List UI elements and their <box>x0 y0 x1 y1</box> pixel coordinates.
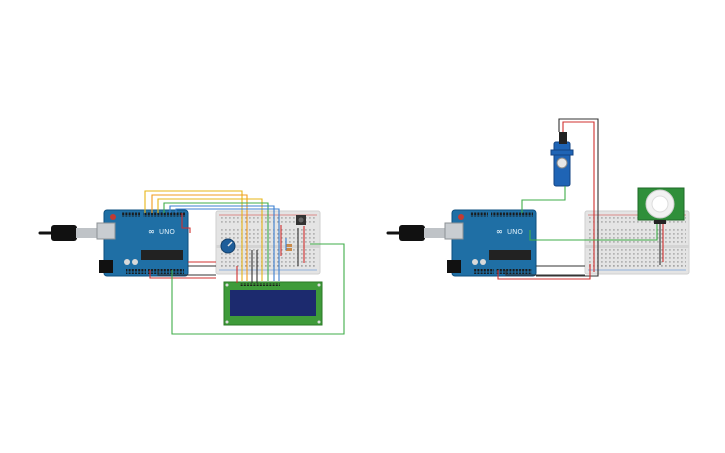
board-label-right: UNO <box>507 228 523 236</box>
right-circuit: ∞ UNO <box>386 118 690 280</box>
potentiometer[interactable] <box>220 238 236 254</box>
lcd-display[interactable] <box>223 281 323 326</box>
usb-cable-left[interactable] <box>38 225 98 241</box>
micro-servo[interactable] <box>550 132 574 187</box>
wires-left[interactable] <box>144 190 345 335</box>
svg-text:∞: ∞ <box>496 227 503 236</box>
arduino-uno-left[interactable]: ∞ UNO <box>96 209 189 277</box>
wires-right[interactable] <box>497 118 664 280</box>
left-circuit: ∞ UNO <box>38 190 345 335</box>
board-label-left: UNO <box>159 228 175 236</box>
resistor-left[interactable] <box>286 244 292 251</box>
arduino-uno-right[interactable]: ∞ UNO <box>444 209 537 277</box>
svg-text:∞: ∞ <box>148 227 155 236</box>
pir-sensor[interactable] <box>637 187 685 224</box>
reset-button-icon[interactable] <box>110 214 116 220</box>
reset-button-icon-right[interactable] <box>458 214 464 220</box>
usb-cable-right[interactable] <box>386 225 446 241</box>
pushbutton[interactable] <box>296 215 306 225</box>
